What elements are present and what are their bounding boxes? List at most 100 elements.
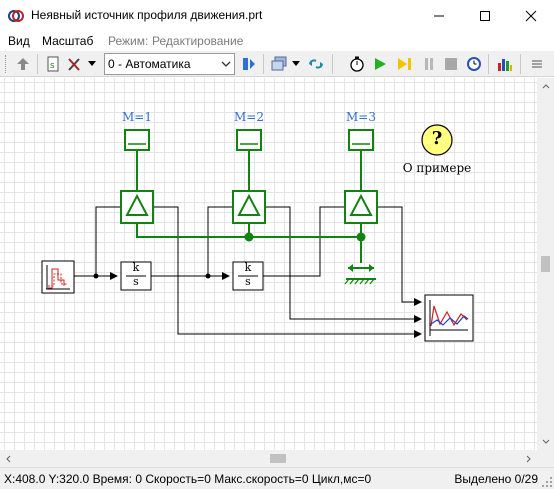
title-bar: Неявный источник профиля движения.prt xyxy=(0,0,554,31)
step-button[interactable] xyxy=(394,53,416,75)
scheme-canvas[interactable]: M=1 M=2 M=3 k s k s ? О примере xyxy=(0,78,537,450)
chevron-down-icon xyxy=(292,61,300,66)
mass-block[interactable] xyxy=(236,129,262,151)
mode-label: Режим: xyxy=(108,34,149,48)
scroll-right-button[interactable] xyxy=(520,450,537,467)
bar-chart-icon xyxy=(498,59,512,71)
clock-button[interactable] xyxy=(463,53,485,75)
junction-dot xyxy=(205,273,211,279)
windows-stack-icon xyxy=(271,56,287,71)
minimize-icon xyxy=(434,15,444,16)
status-bar: X:408.0 Y:320.0 Время: 0 Скорость=0 Макс… xyxy=(0,467,554,489)
mechanical-node xyxy=(244,232,254,242)
junction-dot xyxy=(93,273,99,279)
integrator-block[interactable] xyxy=(120,261,152,291)
mode-value: Редактирование xyxy=(152,34,244,48)
close-button[interactable] xyxy=(508,0,554,31)
force-source-block[interactable] xyxy=(344,190,378,224)
step-forward-icon xyxy=(398,58,411,70)
windows-dropdown-button[interactable] xyxy=(290,53,302,75)
scroll-left-button[interactable] xyxy=(0,450,17,467)
chevron-down-icon xyxy=(542,439,549,444)
stopwatch-icon xyxy=(350,56,364,72)
run-button[interactable] xyxy=(369,53,391,75)
toolbar-separator xyxy=(520,54,521,74)
clock-icon xyxy=(467,57,481,71)
status-selected: Выделено 0/29 xyxy=(454,472,538,486)
app-logo-icon xyxy=(8,10,24,22)
signal-lines xyxy=(74,206,422,338)
chart-button[interactable] xyxy=(494,53,516,75)
mass-block[interactable] xyxy=(124,129,150,151)
toolbar-separator xyxy=(332,54,333,74)
vertical-scroll-thumb[interactable] xyxy=(541,256,550,272)
stop-icon xyxy=(445,58,457,70)
status-x: X:408.0 xyxy=(4,472,46,486)
link-arrows-icon xyxy=(309,59,323,69)
chevron-up-icon xyxy=(542,84,549,89)
status-readout: X:408.0 Y:320.0 Время: 0 Скорость=0 Макс… xyxy=(4,472,371,486)
mode-select[interactable]: 0 - Автоматика xyxy=(104,53,235,75)
integrator-numerator: k xyxy=(244,261,252,274)
toolbar-gripper[interactable] xyxy=(5,55,7,73)
toolbar-separator xyxy=(263,54,264,74)
scope-block[interactable] xyxy=(424,294,474,342)
resize-grip-icon[interactable] xyxy=(542,477,552,487)
link-button[interactable] xyxy=(305,53,327,75)
mode-select-arrow[interactable] xyxy=(218,54,234,74)
arrow-up-icon xyxy=(17,58,29,70)
menu-bar: Вид Масштаб Режим: Редактирование xyxy=(0,31,554,51)
tools-icon xyxy=(68,58,80,71)
tools-button[interactable] xyxy=(64,53,86,75)
mode-select-value: 0 - Автоматика xyxy=(108,57,191,71)
horizontal-scroll-thumb[interactable] xyxy=(270,454,286,463)
force-source-block[interactable] xyxy=(120,190,154,224)
status-y: Y:320.0 xyxy=(48,472,90,486)
toolbar-separator xyxy=(37,54,38,74)
maximize-button[interactable] xyxy=(462,0,508,31)
list-icon xyxy=(532,60,542,68)
chevron-right-icon xyxy=(526,455,531,462)
integrator-denominator: s xyxy=(133,275,139,288)
play-icon xyxy=(375,58,386,70)
stop-button[interactable] xyxy=(440,53,462,75)
integrator-block[interactable] xyxy=(232,261,264,291)
script-button[interactable]: s xyxy=(42,53,64,75)
ground-fixture[interactable] xyxy=(344,264,376,285)
chevron-left-icon xyxy=(6,455,11,462)
toolbar-overflow-button[interactable] xyxy=(526,53,548,75)
mechanical-node xyxy=(356,232,366,242)
tools-dropdown-button[interactable] xyxy=(86,53,98,75)
step-into-button[interactable] xyxy=(238,53,260,75)
mass-label: M=2 xyxy=(234,110,264,124)
pause-icon xyxy=(425,58,433,70)
minimize-button[interactable] xyxy=(416,0,462,31)
step-source-block[interactable] xyxy=(41,260,75,294)
pause-button[interactable] xyxy=(418,53,440,75)
about-example-label[interactable]: О примере xyxy=(402,161,472,175)
status-speed: Скорость=0 xyxy=(145,472,211,486)
status-max-speed: Макс.скорость=0 xyxy=(214,472,309,486)
up-button[interactable] xyxy=(12,53,34,75)
scroll-up-button[interactable] xyxy=(537,78,554,95)
script-page-icon: s xyxy=(47,56,59,72)
menu-view[interactable]: Вид xyxy=(8,34,30,48)
menu-scale[interactable]: Масштаб xyxy=(42,34,94,48)
status-time: Время: 0 xyxy=(92,472,143,486)
vertical-scrollbar[interactable] xyxy=(537,78,554,450)
windows-button[interactable] xyxy=(268,53,290,75)
mechanical-lines xyxy=(136,150,362,263)
mass-label: M=1 xyxy=(122,110,152,124)
chevron-down-icon xyxy=(221,61,231,67)
toolbar: s 0 - Автоматика xyxy=(0,51,554,77)
scrollbar-corner xyxy=(537,450,554,467)
horizontal-scrollbar[interactable] xyxy=(0,450,537,467)
scroll-down-button[interactable] xyxy=(537,433,554,450)
close-icon xyxy=(525,10,537,21)
force-source-block[interactable] xyxy=(232,190,266,224)
svg-text:s: s xyxy=(50,61,55,71)
mass-block[interactable] xyxy=(348,129,374,151)
status-cycle: Цикл,мс=0 xyxy=(311,472,372,486)
timer-button[interactable] xyxy=(346,53,368,75)
question-mark-icon[interactable] xyxy=(421,124,453,156)
